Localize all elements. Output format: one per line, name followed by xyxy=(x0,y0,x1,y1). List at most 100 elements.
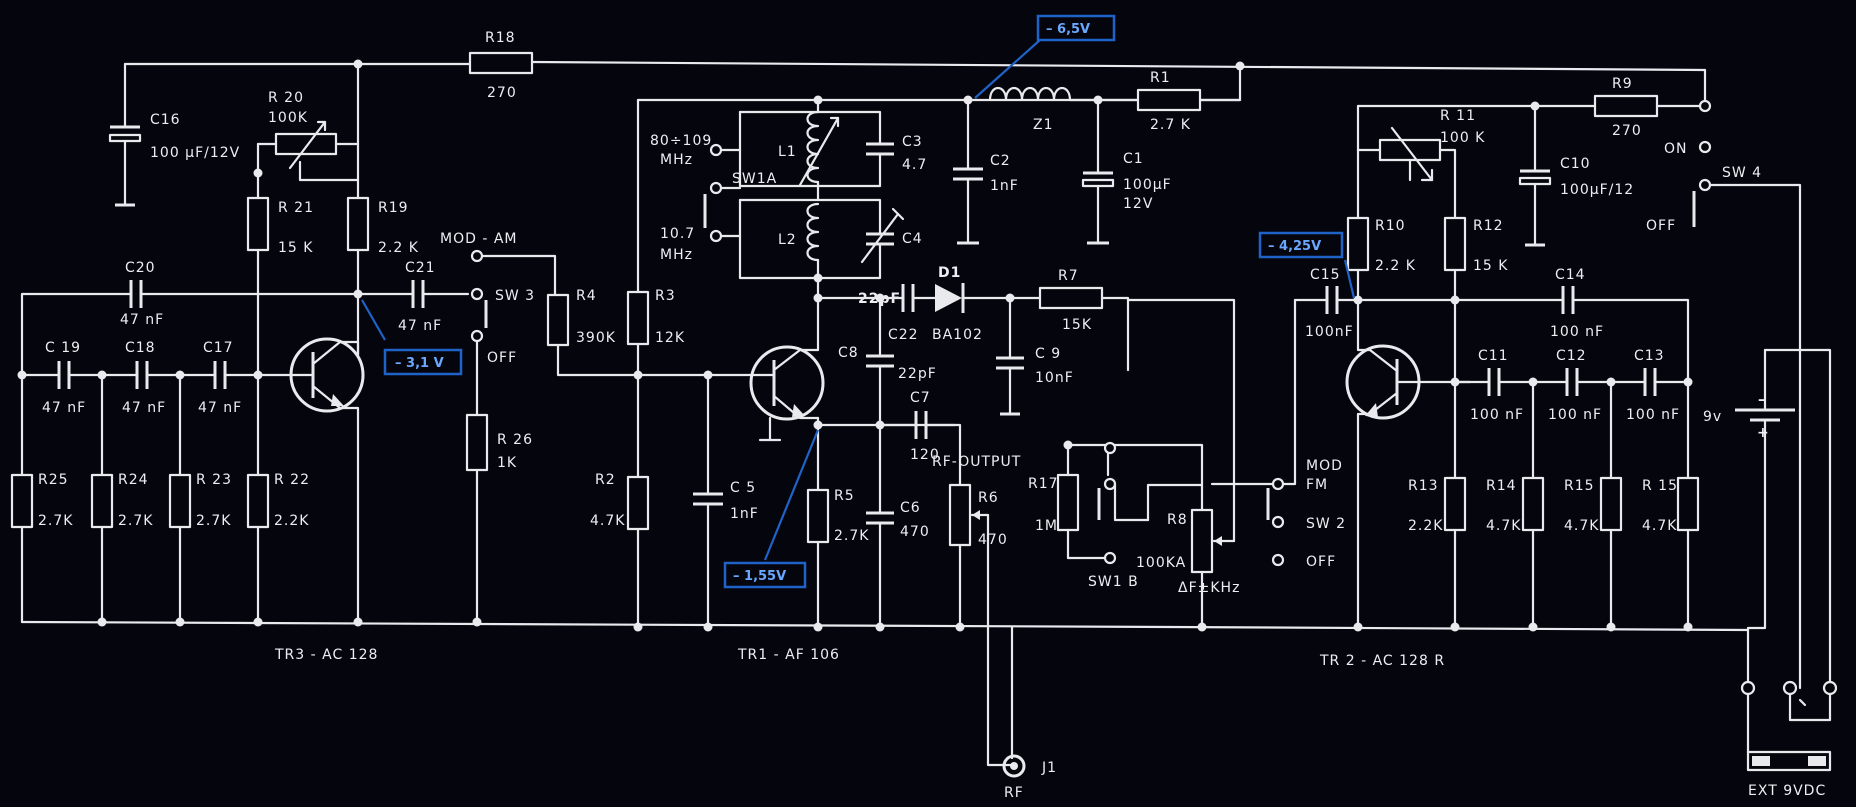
switch-sw3: MOD - AM SW 3 OFF xyxy=(440,231,557,417)
junction-dots xyxy=(17,59,1693,632)
svg-text:10.7: 10.7 xyxy=(660,226,695,242)
svg-text:R5: R5 xyxy=(834,488,855,504)
svg-text:Z1: Z1 xyxy=(1033,117,1054,133)
svg-text:100 nF: 100 nF xyxy=(1548,407,1602,423)
resistor-r14: R14 4.7K xyxy=(1486,380,1545,629)
svg-text:R14: R14 xyxy=(1486,478,1517,494)
voltage-callout-tr1: – 1,55V xyxy=(723,429,820,589)
svg-text:MOD: MOD xyxy=(1306,458,1343,474)
potentiometer-r6: RF-OUTPUT R6 470 xyxy=(932,454,1020,629)
svg-text:10nF: 10nF xyxy=(1035,370,1074,386)
resistor-r3: R3 12K xyxy=(626,98,684,479)
svg-text:C15: C15 xyxy=(1310,267,1341,283)
svg-text:4.7K: 4.7K xyxy=(1486,518,1521,534)
svg-text:C8: C8 xyxy=(838,345,859,361)
svg-text:R2: R2 xyxy=(595,472,616,488)
battery-9v: – + 9v xyxy=(1703,348,1832,690)
svg-text:100 µF/12V: 100 µF/12V xyxy=(150,145,240,161)
svg-text:C13: C13 xyxy=(1634,348,1665,364)
capacitor-c8: C8 22pF xyxy=(838,296,936,425)
resistor-r12: R12 15 K xyxy=(1443,216,1508,384)
svg-text:270: 270 xyxy=(1612,123,1642,139)
svg-text:470: 470 xyxy=(900,524,930,540)
svg-text:100 K: 100 K xyxy=(1440,130,1485,146)
svg-text:C10: C10 xyxy=(1560,156,1591,172)
resistor-r18: R18 270 xyxy=(468,30,534,101)
svg-text:J1: J1 xyxy=(1041,760,1057,776)
ext-power-jack: EXT 9VDC xyxy=(1740,680,1838,799)
capacitor-c14: C14 100 nF xyxy=(1356,267,1690,384)
svg-text:470: 470 xyxy=(978,532,1008,548)
svg-text:MHz: MHz xyxy=(660,247,693,263)
svg-text:9v: 9v xyxy=(1703,409,1722,425)
svg-text:D1: D1 xyxy=(938,265,961,281)
capacitor-c22: C22 xyxy=(878,284,937,343)
voltage-callout-tr2: – 4,25V xyxy=(1258,231,1356,299)
transistor-tr1: TR1 - AF 106 xyxy=(706,345,839,663)
svg-text:FM: FM xyxy=(1306,477,1328,493)
potentiometer-r8: R8 100KA ΔF±KHz xyxy=(1113,298,1239,629)
svg-text:R8: R8 xyxy=(1167,512,1188,528)
svg-text:R6: R6 xyxy=(978,490,999,506)
trimmer-capacitor-c4: C4 22pF xyxy=(816,198,922,307)
resistor-r21: R 21 15 K xyxy=(246,171,313,377)
svg-text:47 nF: 47 nF xyxy=(122,400,166,416)
svg-text:15 K: 15 K xyxy=(1473,258,1508,274)
svg-text:C 19: C 19 xyxy=(45,340,81,356)
svg-text:C11: C11 xyxy=(1478,348,1509,364)
svg-text:C 9: C 9 xyxy=(1035,346,1061,362)
diode-d1: D1 BA102 xyxy=(932,265,1042,343)
svg-text:R 26: R 26 xyxy=(497,432,533,448)
transistor-tr3: TR3 - AC 128 xyxy=(274,337,378,663)
ground-rail xyxy=(20,620,1750,632)
svg-text:R 20: R 20 xyxy=(268,90,304,106)
svg-text:TR3 - AC 128: TR3 - AC 128 xyxy=(274,647,378,663)
svg-text:2.7K: 2.7K xyxy=(834,528,869,544)
svg-text:R24: R24 xyxy=(118,472,149,488)
svg-text:R3: R3 xyxy=(655,288,676,304)
svg-text:C20: C20 xyxy=(125,260,156,276)
rc-ladder-right: C11 100 nF C12 100 nF C13 100 nF xyxy=(1453,348,1690,423)
switch-sw1b: SW1 B xyxy=(1066,441,1150,590)
svg-text:2.2K: 2.2K xyxy=(274,513,309,529)
svg-text:R 23: R 23 xyxy=(196,472,232,488)
capacitor-c20: C20 47 nF xyxy=(20,260,360,377)
switch-sw4: ON SW 4 OFF xyxy=(1646,68,1802,690)
svg-text:L2: L2 xyxy=(778,232,797,248)
svg-text:R 11: R 11 xyxy=(1440,108,1476,124)
svg-text:R19: R19 xyxy=(378,200,409,216)
svg-text:12V: 12V xyxy=(1123,196,1153,212)
svg-text:OFF: OFF xyxy=(1646,218,1676,234)
capacitor-c5: C 5 1nF xyxy=(693,373,758,629)
resistor-r10: R10 2.2 K xyxy=(1346,148,1416,302)
svg-text:R13: R13 xyxy=(1408,478,1439,494)
svg-text:2.2 K: 2.2 K xyxy=(1375,258,1416,274)
inductor-l2: L2 xyxy=(738,198,820,280)
svg-text:OFF: OFF xyxy=(487,350,517,366)
svg-text:47 nF: 47 nF xyxy=(120,312,164,328)
switch-sw2: MOD FM SW 2 OFF xyxy=(1210,298,1345,570)
svg-text:R7: R7 xyxy=(1058,268,1079,284)
collector-line xyxy=(816,276,882,352)
svg-text:RF: RF xyxy=(1004,785,1024,801)
svg-text:C7: C7 xyxy=(910,390,931,406)
inductor-l1: L1 xyxy=(738,98,840,202)
svg-text:R18: R18 xyxy=(485,30,516,46)
capacitor-c3: C3 4.7 xyxy=(816,110,926,188)
voltage-callout-z1: – 6,5V xyxy=(974,14,1116,99)
svg-text:OFF: OFF xyxy=(1306,554,1336,570)
svg-text:EXT 9VDC: EXT 9VDC xyxy=(1748,783,1826,799)
rc-ladder: C 19 47 nF C18 47 nF C17 47 nF xyxy=(20,340,302,416)
svg-text:47 nF: 47 nF xyxy=(198,400,242,416)
resistor-r23: R 23 2.7K xyxy=(168,373,232,624)
resistor-r25: R25 2.7K xyxy=(10,373,72,624)
resistor-r19: R19 2.2 K xyxy=(346,62,418,357)
resistor-r9: R9 270 xyxy=(1356,76,1707,139)
resistor-r4: R4 390K xyxy=(546,288,710,377)
svg-text:SW1A: SW1A xyxy=(732,171,777,187)
svg-text:270: 270 xyxy=(487,85,517,101)
svg-text:C2: C2 xyxy=(990,153,1011,169)
svg-text:SW 3: SW 3 xyxy=(495,288,535,304)
svg-text:R12: R12 xyxy=(1473,218,1504,234)
